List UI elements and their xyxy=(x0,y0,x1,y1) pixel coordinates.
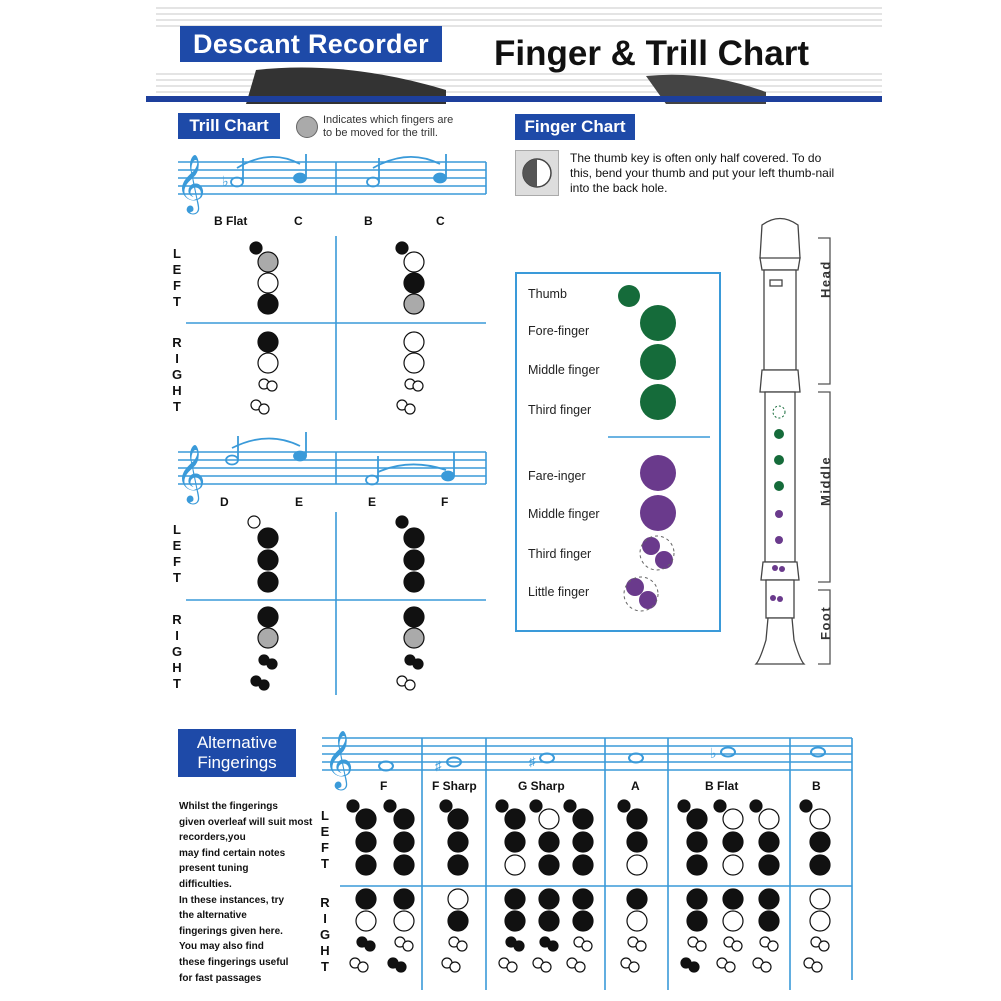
trill-note-label: E xyxy=(368,495,377,509)
trill-note-label: C xyxy=(436,214,445,228)
finger-label: Middle finger xyxy=(528,363,600,377)
finger-label: Fore-finger xyxy=(528,324,590,338)
recorder-holes xyxy=(770,405,786,602)
trill-notes-top: ♭ xyxy=(222,154,447,189)
right-hand-circles xyxy=(623,455,676,612)
trill-legend-gray-icon xyxy=(296,116,318,138)
finger-label: Thumb xyxy=(528,287,567,301)
finger-label: Third finger xyxy=(528,547,592,561)
finger-label: Fare-inger xyxy=(528,469,586,483)
trill-notes-bottom xyxy=(225,432,455,486)
trill-note-label: C xyxy=(294,214,303,228)
trill-legend-line1: Indicates which fingers are xyxy=(323,114,454,126)
alt-note-label: G Sharp xyxy=(518,779,565,793)
alt-whole-notes: ♯ ♯ ♭ xyxy=(378,745,826,773)
alt-note-label: B Flat xyxy=(705,779,739,793)
trill-note-label: B xyxy=(364,214,373,228)
trill-note-label: D xyxy=(220,495,229,509)
treble-clef-icon: 𝄞 xyxy=(176,444,206,505)
half-thumb-box xyxy=(515,150,559,196)
page-title: Finger & Trill Chart xyxy=(494,34,810,73)
trill-chart-tag: Trill Chart xyxy=(178,113,280,139)
subtitle-box: Descant Recorder xyxy=(180,26,442,62)
treble-clef-icon: 𝄞 xyxy=(176,154,206,215)
alt-note-label: F xyxy=(380,779,388,793)
half-covered-thumb-icon xyxy=(522,158,552,188)
finger-label: Middle finger xyxy=(528,507,600,521)
svg-text:♭: ♭ xyxy=(710,745,717,761)
header-rule xyxy=(146,96,882,102)
trill-staff-bottom xyxy=(178,451,487,695)
trill-fingering-diagrams xyxy=(247,241,425,691)
alt-staff xyxy=(322,737,853,990)
alt-fingering-diagrams xyxy=(346,799,831,973)
treble-clef-icon: 𝄞 xyxy=(324,730,354,791)
recorder-drawing xyxy=(754,217,806,665)
trill-note-label: B Flat xyxy=(214,214,248,228)
section-brackets xyxy=(818,237,831,665)
finger-chart-box xyxy=(515,272,721,632)
alt-note-label: A xyxy=(631,779,640,793)
alternative-description: Whilst the fingerings given overleaf wil… xyxy=(179,801,313,984)
trill-legend-line2: to be moved for the trill. xyxy=(323,127,438,139)
finger-label: Third finger xyxy=(528,403,592,417)
left-hand-circles xyxy=(618,285,676,420)
thumb-note: The thumb key is often only half covered… xyxy=(570,151,835,195)
alternative-fingerings-tag: Alternative Fingerings xyxy=(178,729,296,777)
trill-note-label: F xyxy=(441,495,449,509)
finger-chart-tag: Finger Chart xyxy=(515,114,635,140)
alt-note-label: B xyxy=(812,779,821,793)
alt-note-label: F Sharp xyxy=(432,779,477,793)
svg-text:♯: ♯ xyxy=(529,754,536,769)
svg-text:♭: ♭ xyxy=(222,173,229,189)
trill-note-label: E xyxy=(295,495,304,509)
finger-label: Little finger xyxy=(528,585,590,599)
svg-text:♯: ♯ xyxy=(435,758,442,773)
